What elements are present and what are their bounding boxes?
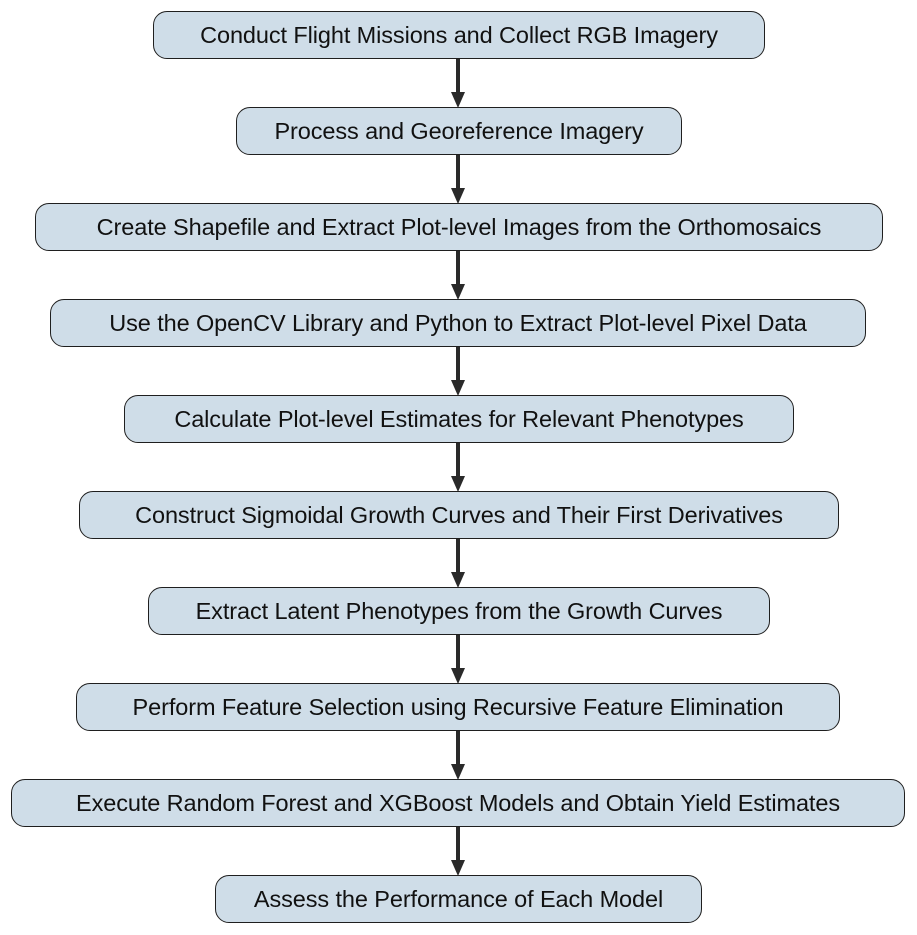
arrow-step-1-to-2	[451, 59, 465, 108]
step-3-shapefile: Create Shapefile and Extract Plot-level …	[35, 203, 883, 251]
step-9-label: Execute Random Forest and XGBoost Models…	[76, 789, 840, 816]
arrow-step-5-to-6	[451, 443, 465, 492]
step-5-label: Calculate Plot-level Estimates for Relev…	[174, 405, 744, 432]
step-10-assess-performance: Assess the Performance of Each Model	[215, 875, 702, 923]
arrow-step-3-to-4	[451, 251, 465, 300]
step-4-opencv: Use the OpenCV Library and Python to Ext…	[50, 299, 866, 347]
arrow-step-8-to-9	[451, 731, 465, 780]
step-9-models: Execute Random Forest and XGBoost Models…	[11, 779, 905, 827]
arrow-step-4-to-5	[451, 347, 465, 396]
step-3-label: Create Shapefile and Extract Plot-level …	[96, 213, 822, 240]
step-1-flight-missions: Conduct Flight Missions and Collect RGB …	[153, 11, 765, 59]
arrow-step-2-to-3	[451, 155, 465, 204]
step-2-label: Process and Georeference Imagery	[274, 117, 644, 144]
arrow-step-7-to-8	[451, 635, 465, 684]
step-6-growth-curves: Construct Sigmoidal Growth Curves and Th…	[79, 491, 839, 539]
step-10-label: Assess the Performance of Each Model	[253, 885, 664, 912]
step-4-label: Use the OpenCV Library and Python to Ext…	[109, 309, 807, 336]
step-2-georeference: Process and Georeference Imagery	[236, 107, 682, 155]
step-8-label: Perform Feature Selection using Recursiv…	[132, 693, 784, 720]
arrow-step-6-to-7	[451, 539, 465, 588]
step-8-feature-selection: Perform Feature Selection using Recursiv…	[76, 683, 840, 731]
step-5-phenotype-estimates: Calculate Plot-level Estimates for Relev…	[124, 395, 794, 443]
step-6-label: Construct Sigmoidal Growth Curves and Th…	[135, 501, 783, 528]
arrow-step-9-to-10	[451, 827, 465, 876]
step-7-latent-phenotypes: Extract Latent Phenotypes from the Growt…	[148, 587, 770, 635]
step-1-label: Conduct Flight Missions and Collect RGB …	[200, 21, 718, 48]
step-7-label: Extract Latent Phenotypes from the Growt…	[195, 597, 723, 624]
